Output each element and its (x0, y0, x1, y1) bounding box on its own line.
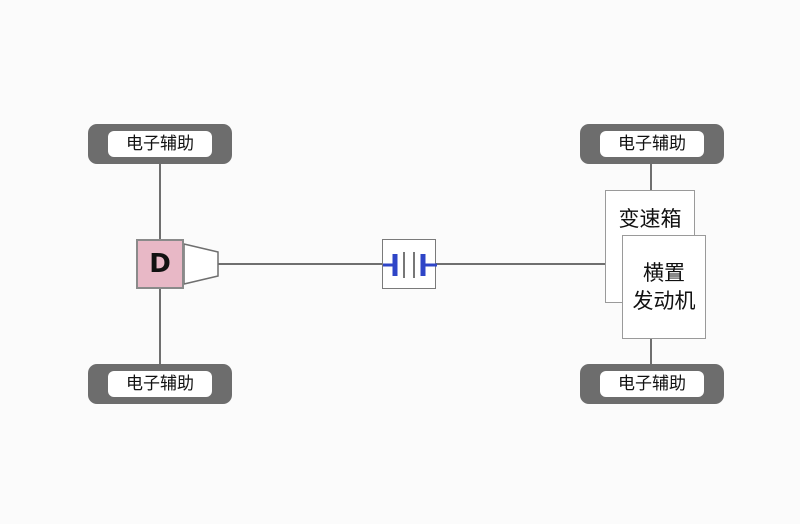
gearbox-label: 变速箱 (618, 207, 682, 231)
front-right-wheel: 电子辅助 (580, 124, 724, 164)
rear-left-wheel: 电子辅助 (88, 364, 232, 404)
coupling (382, 239, 437, 289)
transverse-engine: 横置 发动机 (622, 235, 706, 339)
differential: D (136, 239, 184, 289)
engine-label-line1: 横置 (643, 261, 685, 285)
front-left-wheel: 电子辅助 (88, 124, 232, 164)
coupling-icon (383, 252, 437, 278)
engine-label-line2: 发动机 (632, 289, 696, 313)
differential-label: D (149, 249, 171, 279)
wheel-label: 电子辅助 (108, 371, 212, 397)
wheel-label: 电子辅助 (108, 131, 212, 157)
wheel-label: 电子辅助 (600, 371, 704, 397)
wheel-label: 电子辅助 (600, 131, 704, 157)
diff-flange (183, 243, 219, 285)
rear-right-wheel: 电子辅助 (580, 364, 724, 404)
